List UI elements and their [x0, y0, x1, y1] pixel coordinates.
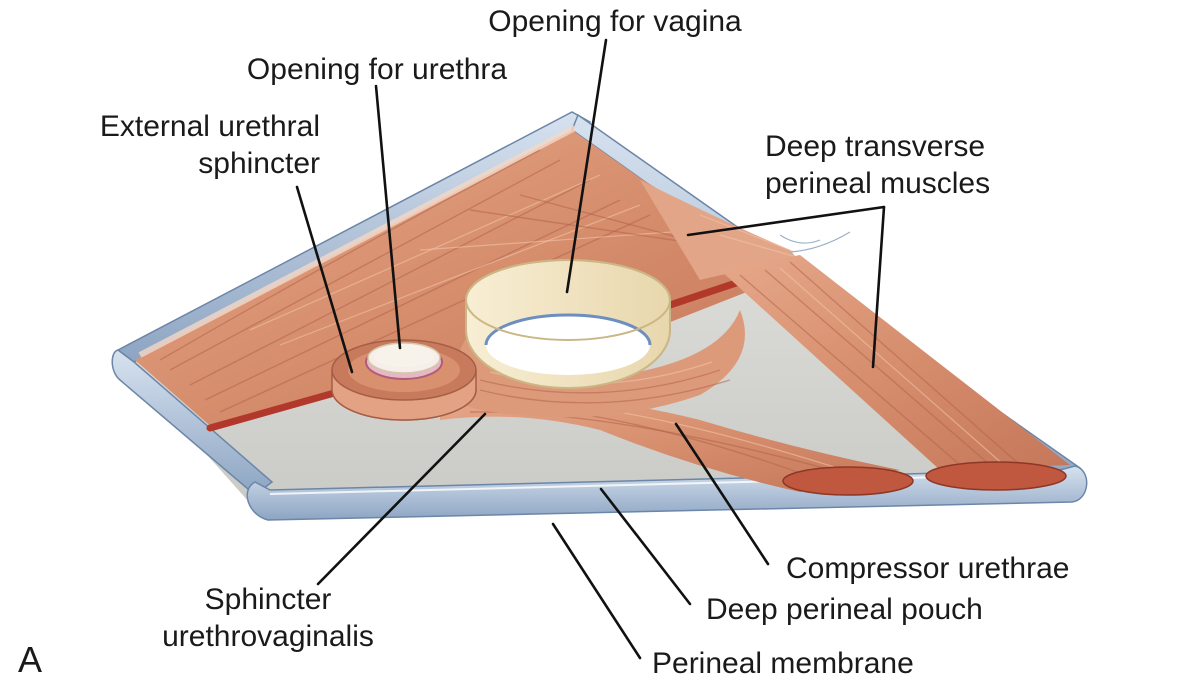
label-deep-pouch: Deep perineal pouch [706, 593, 983, 626]
label-deep-transverse-2: perineal muscles [765, 167, 990, 200]
panel-letter: A [18, 639, 42, 680]
label-sphincter-uv-2: urethrovaginalis [162, 620, 374, 653]
label-compressor-urethrae: Compressor urethrae [786, 552, 1069, 585]
external-urethral-sphincter-ring [332, 340, 476, 420]
label-sphincter-uv-1: Sphincter [205, 583, 332, 616]
label-perineal-membrane: Perineal membrane [652, 647, 914, 680]
label-external-sphincter-2: sphincter [198, 147, 320, 180]
label-opening-urethra: Opening for urethra [247, 53, 507, 86]
label-deep-transverse-1: Deep transverse [765, 130, 985, 163]
leader-perineal-membrane [553, 524, 640, 658]
label-opening-vagina: Opening for vagina [488, 5, 742, 38]
label-external-sphincter-1: External urethral [100, 110, 320, 143]
